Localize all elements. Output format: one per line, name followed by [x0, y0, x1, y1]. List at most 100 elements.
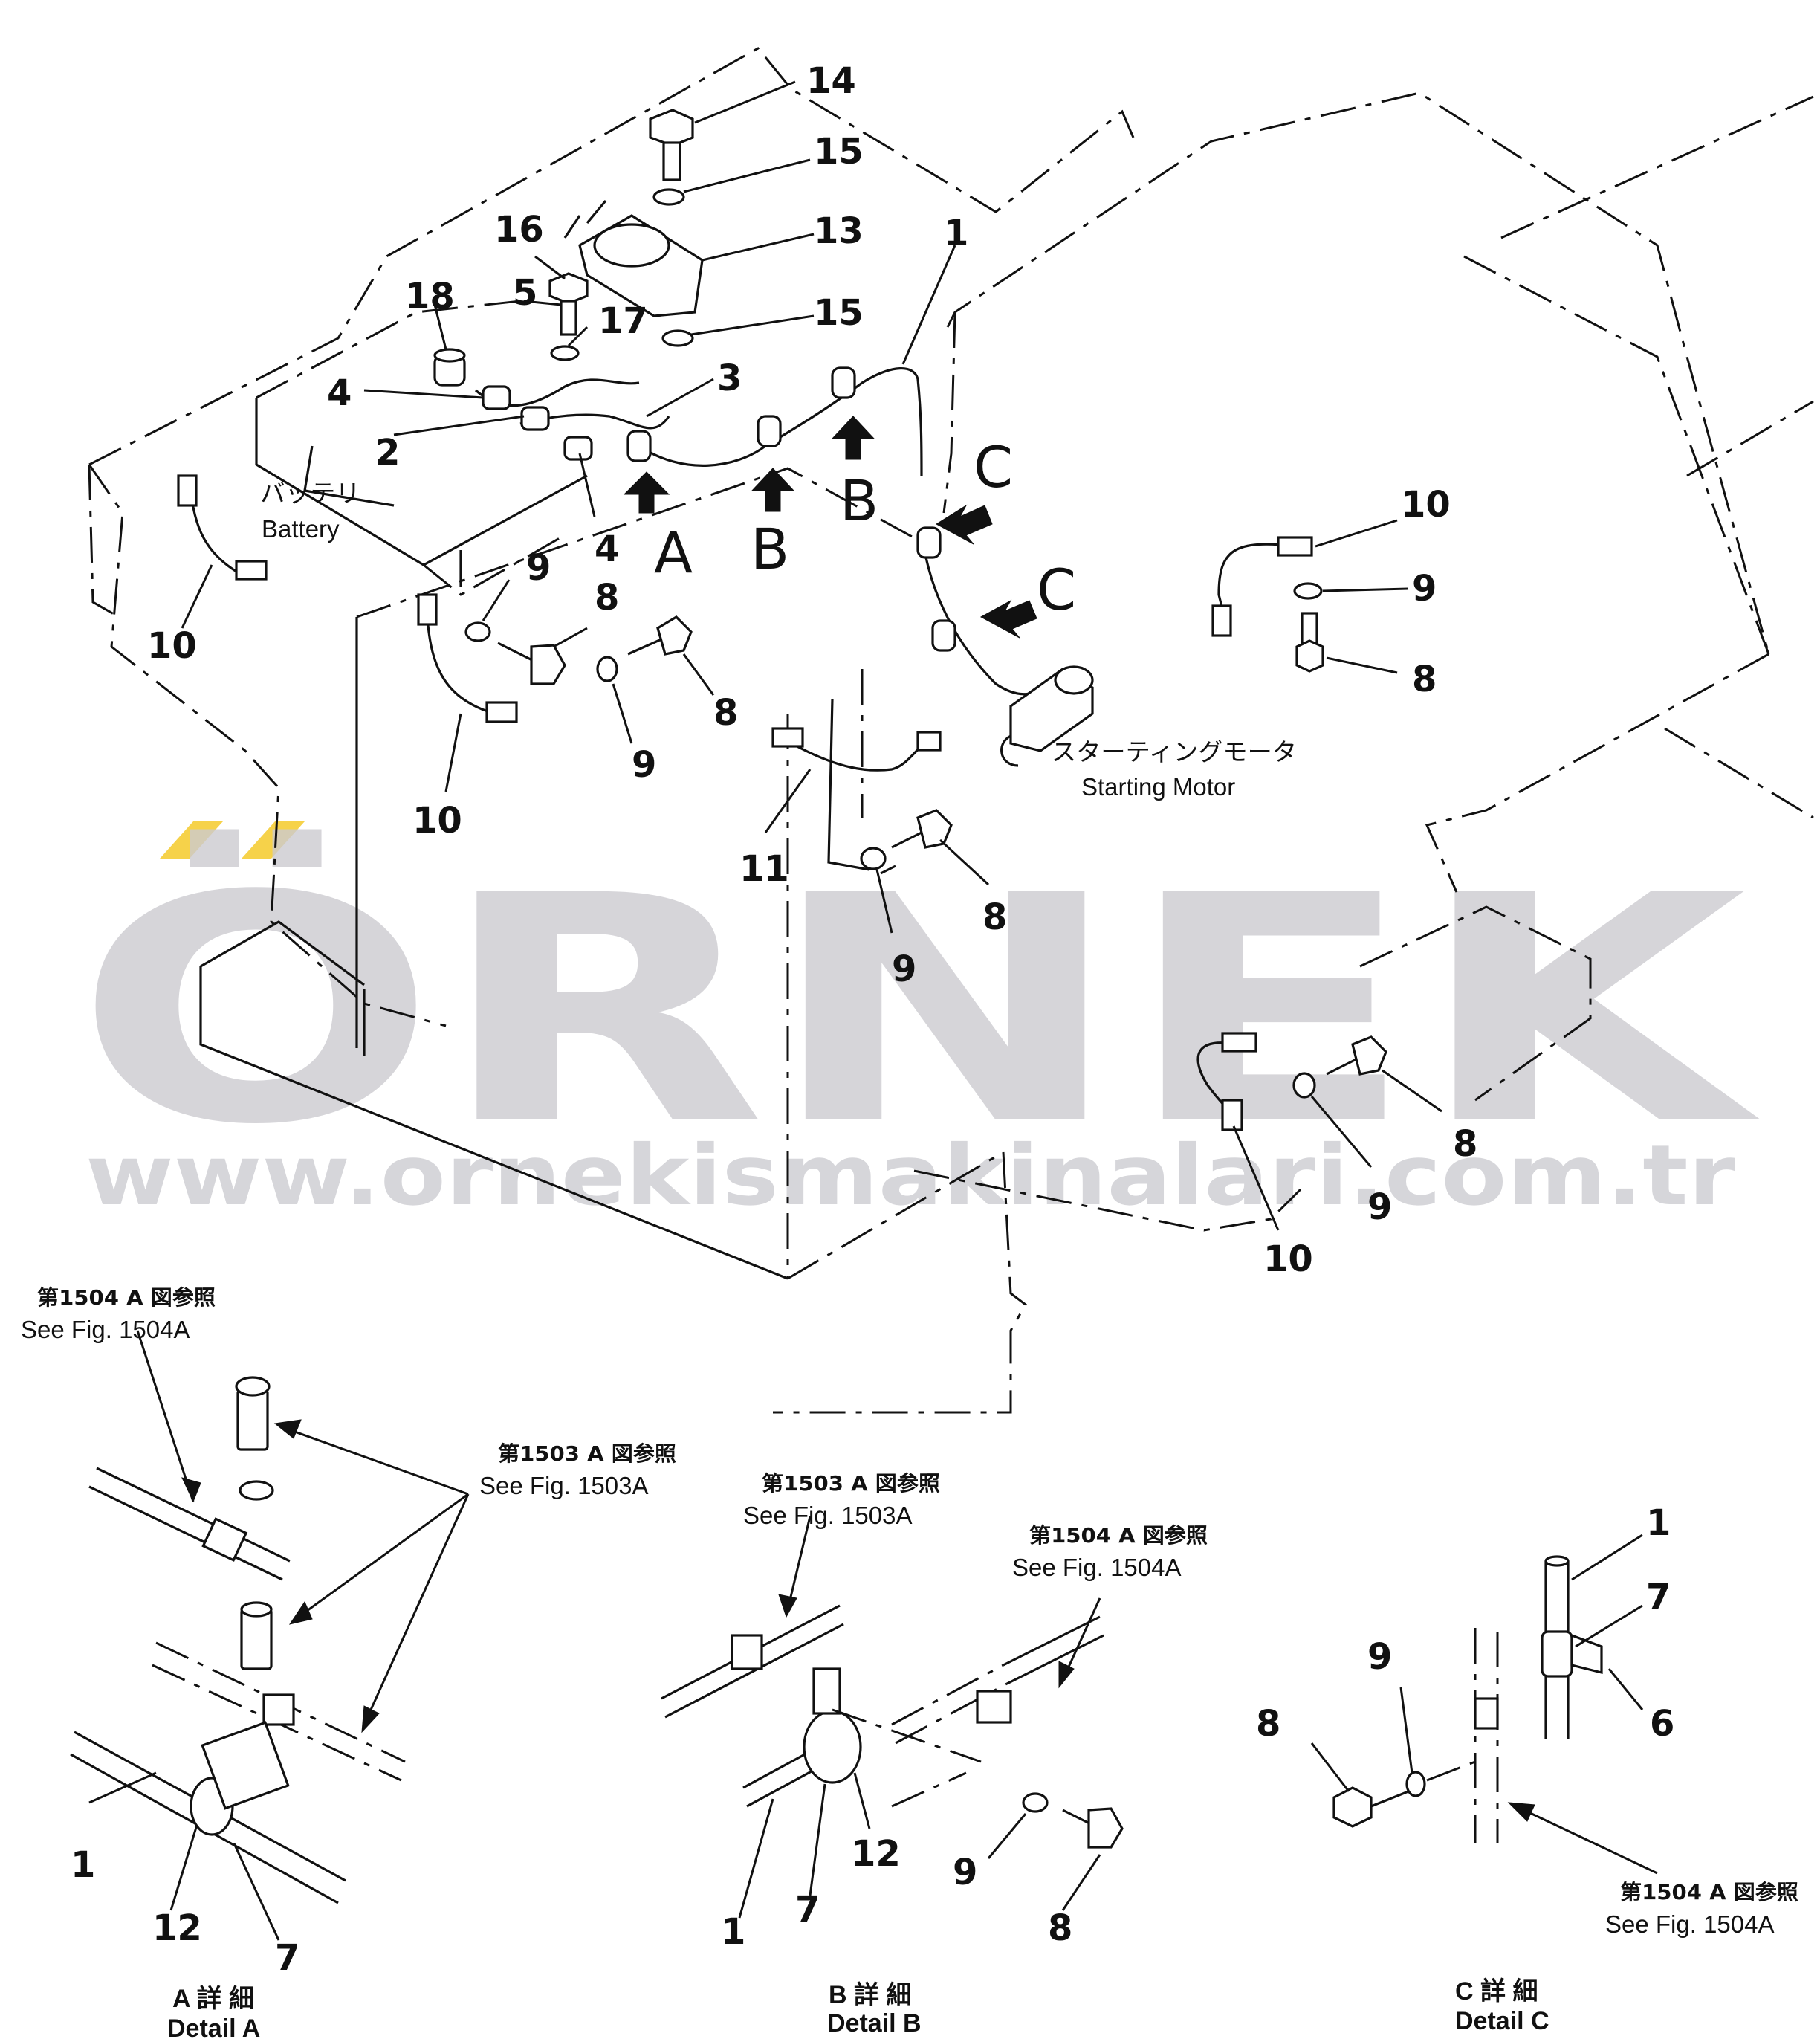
ref-1503a-en: See Fig. 1503A: [479, 1472, 649, 1499]
callout-7: 7: [795, 1889, 820, 1930]
ref-1503a-en: See Fig. 1503A: [743, 1502, 913, 1529]
arrow-up-icon: [751, 468, 795, 512]
ref-1504a-jp: 第1504 A 図参照: [1620, 1880, 1798, 1904]
callout-18: 18: [405, 276, 455, 317]
bolt-8-icon: [1295, 612, 1324, 673]
callout-10: 10: [1263, 1238, 1313, 1280]
detail-a-caption-en: Detail A: [167, 2014, 260, 2039]
bolt-14-icon: [649, 109, 694, 181]
cable-lug-icon: [417, 593, 438, 626]
clamp-icon: [831, 366, 856, 399]
callout-9: 9: [953, 1852, 977, 1893]
callout-4: 4: [327, 372, 352, 414]
detail-letter-b: B: [751, 516, 789, 582]
machine-outline: [88, 47, 1814, 1414]
cable-lug-icon: [235, 560, 268, 581]
callout-8: 8: [1256, 1703, 1280, 1745]
bolt-8-icon: [627, 615, 693, 656]
ref-1504a-en: See Fig. 1504A: [21, 1316, 190, 1343]
callout-15: 15: [814, 131, 864, 172]
detail-letter-a: A: [654, 520, 693, 586]
callout-17: 17: [598, 300, 648, 342]
callout-1: 1: [71, 1844, 95, 1886]
clip-4-icon: [563, 436, 593, 461]
callout-10: 10: [147, 625, 197, 667]
callout-11: 11: [739, 848, 789, 890]
bolt-8-icon: [497, 642, 566, 685]
callout-8: 8: [1412, 659, 1437, 700]
callout-8: 8: [713, 692, 738, 734]
cable-lug-icon: [177, 474, 198, 507]
clamp-icon: [757, 415, 782, 447]
starting-motor-label-en: Starting Motor: [1081, 773, 1235, 801]
callout-5: 5: [513, 272, 537, 314]
clamp-icon: [626, 430, 652, 462]
watermark-accent-mark: [242, 821, 305, 859]
clamp-icon: [916, 526, 942, 559]
callout-9: 9: [892, 949, 916, 990]
callout-14: 14: [806, 60, 856, 102]
cable-lug-icon: [1277, 536, 1313, 557]
callout-8: 8: [982, 896, 1007, 938]
washer-17-icon: [550, 345, 580, 361]
callout-9: 9: [1367, 1186, 1392, 1228]
cable-lug-icon: [485, 701, 518, 723]
detail-letters: A B B C C: [654, 434, 1076, 623]
detail-b-caption-en: Detail B: [827, 2009, 922, 2038]
callout-10: 10: [1401, 484, 1451, 526]
leader-lines: [181, 80, 1442, 1231]
callout-15: 15: [814, 292, 864, 334]
arrow-up-icon: [623, 471, 670, 514]
ref-1504a-en: See Fig. 1504A: [1605, 1910, 1775, 1938]
battery-label-en: Battery: [262, 515, 340, 543]
cable-lug-icon: [1221, 1032, 1257, 1053]
detail-a-caption-jp: A 詳 細: [172, 1985, 254, 2013]
callout-1: 1: [1646, 1502, 1671, 1544]
washer-15-icon: [661, 329, 694, 347]
watermark: ÖRNEK www.ornekismakinalari.com.tr: [74, 821, 1763, 1224]
callout-1: 1: [721, 1911, 745, 1953]
component-labels: バッテリ Battery スターティングモータ Starting Motor: [260, 479, 1297, 801]
washer-9-icon: [1292, 1072, 1316, 1099]
callout-9: 9: [1412, 568, 1437, 610]
callout-9: 9: [632, 744, 656, 786]
callout-13: 13: [814, 210, 864, 252]
callout-7: 7: [1646, 1577, 1671, 1618]
callout-12: 12: [152, 1907, 202, 1949]
terminal-cap-18-icon: [433, 348, 466, 387]
battery-label-jp: バッテリ: [260, 479, 360, 507]
cable-lug-icon: [771, 727, 804, 748]
arrow-left-icon: [979, 599, 1037, 639]
detail-b-caption-jp: B 詳 細: [829, 1981, 911, 2009]
washer-15-icon: [652, 188, 685, 206]
callout-8: 8: [1048, 1907, 1072, 1949]
watermark-url: www.ornekismakinalari.com.tr: [85, 1128, 1735, 1224]
components: [177, 109, 1387, 1131]
callout-7: 7: [275, 1937, 299, 1979]
callout-10: 10: [412, 800, 462, 841]
detail-letter-b: B: [840, 468, 878, 534]
ref-1503a-jp: 第1503 A 図参照: [762, 1471, 940, 1496]
detail-a: 第1504 A 図参照 See Fig. 1504A 第1503 A 図参照 S…: [21, 1285, 676, 2039]
starting-motor-label-jp: スターティングモータ: [1052, 738, 1297, 766]
ground-cable-10: [426, 616, 495, 715]
clip-4-icon: [520, 406, 550, 431]
view-arrows: [623, 416, 1037, 639]
clip-4-icon: [482, 385, 511, 410]
cable-lug-icon: [1211, 604, 1232, 637]
clamp-icon: [931, 619, 956, 652]
arrow-up-icon: [831, 416, 875, 460]
callout-1: 1: [944, 213, 968, 254]
detail-letter-c: C: [1037, 557, 1076, 623]
callout-2: 2: [375, 432, 400, 474]
battery-relay-13-icon: [563, 199, 704, 317]
starting-motor-icon: [1000, 665, 1094, 767]
washer-9-icon: [596, 656, 618, 682]
callout-3: 3: [717, 358, 742, 399]
bolt-8-icon: [891, 809, 953, 849]
callout-9: 9: [1367, 1636, 1392, 1678]
ground-cable-11: [791, 742, 926, 772]
cable-lug-icon: [1221, 1099, 1243, 1131]
cable-lug-icon: [916, 731, 942, 752]
